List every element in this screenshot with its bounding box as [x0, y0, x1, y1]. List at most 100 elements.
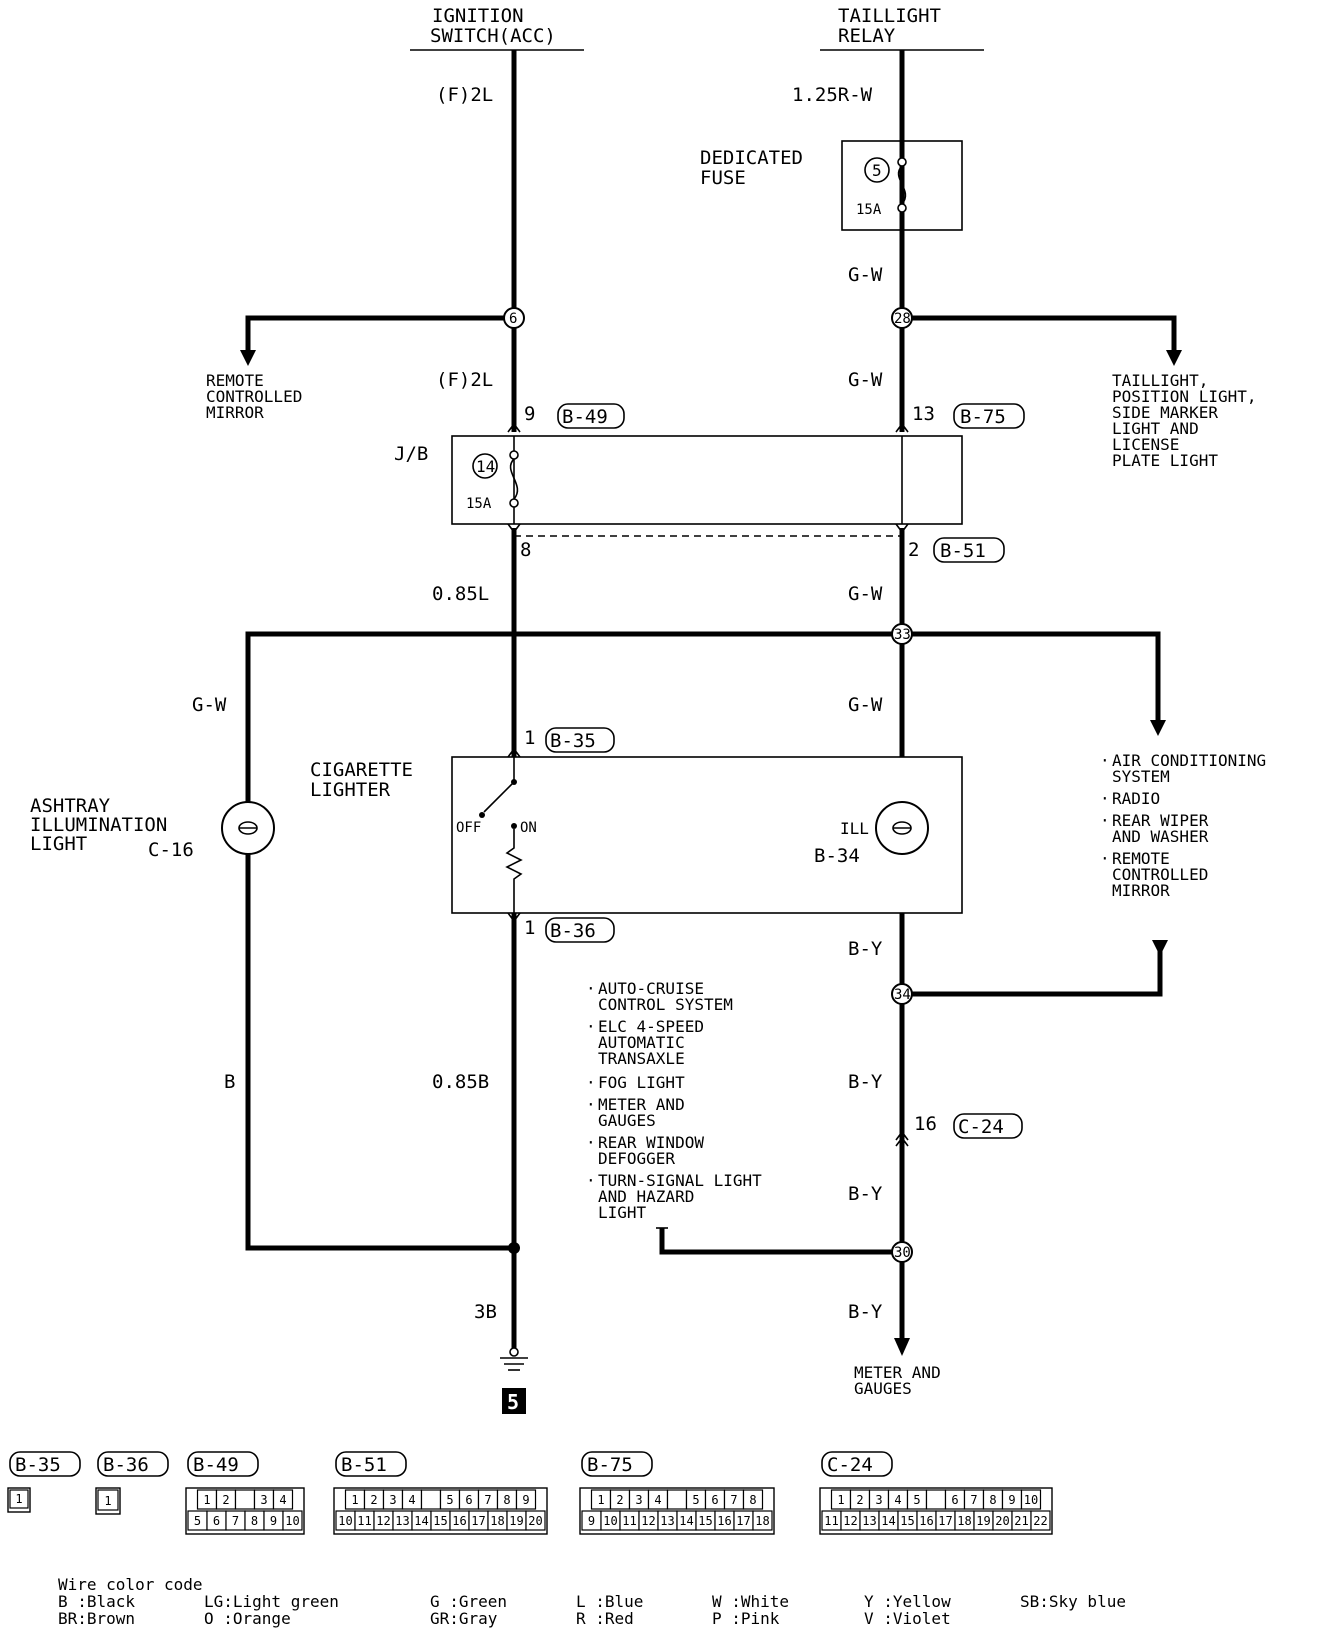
connector-pin-number: 7 — [232, 1514, 239, 1528]
connector-pin-number: 1 — [351, 1493, 358, 1507]
connector-pin-number: 1 — [597, 1493, 604, 1507]
svg-text:OFF: OFF — [456, 820, 481, 836]
svg-text:C-16: C-16 — [148, 839, 194, 861]
connector-pin-number: 4 — [408, 1493, 415, 1507]
connector-view-name: B-36 — [103, 1454, 149, 1476]
svg-text:SB:Sky blue: SB:Sky blue — [1020, 1592, 1126, 1611]
svg-text:LIGHT AND: LIGHT AND — [1112, 419, 1199, 438]
svg-text:9: 9 — [524, 403, 535, 425]
connector-view-name: C-24 — [827, 1454, 873, 1476]
connector-pin-number: 5 — [446, 1493, 453, 1507]
svg-text:SWITCH(ACC): SWITCH(ACC) — [430, 25, 556, 47]
svg-text:AUTOMATIC: AUTOMATIC — [598, 1033, 685, 1052]
svg-text:ON: ON — [520, 820, 537, 836]
connector-pin-number: 10 — [338, 1514, 352, 1528]
connector-b35: 1 B-35 — [507, 727, 615, 758]
connector-pin-number: 12 — [641, 1514, 655, 1528]
svg-text:FOG LIGHT: FOG LIGHT — [598, 1073, 685, 1092]
svg-text:1: 1 — [524, 727, 535, 749]
connector-view-name: B-35 — [15, 1454, 61, 1476]
dest-meter-gauges: METER AND GAUGES — [854, 1363, 941, 1398]
connector-pin — [925, 1489, 947, 1510]
connector-pin — [1030, 1510, 1051, 1531]
svg-text:AIR CONDITIONING: AIR CONDITIONING — [1112, 751, 1266, 770]
connector-pin-number: 9 — [522, 1493, 529, 1507]
taillight-relay-header: TAILLIGHT RELAY — [820, 5, 984, 51]
svg-text:DEDICATED: DEDICATED — [700, 147, 803, 169]
connector-pin-number: 21 — [1014, 1514, 1028, 1528]
connector-pin-number: 6 — [951, 1493, 958, 1507]
wire-label: G-W — [848, 583, 883, 605]
connector-view-b-36: B-361 — [95, 1451, 169, 1515]
svg-text:14: 14 — [476, 457, 495, 476]
svg-text:CONTROL SYSTEM: CONTROL SYSTEM — [598, 995, 733, 1014]
wire-label: 0.85B — [432, 1071, 489, 1093]
connector-pin-number: 15 — [433, 1514, 447, 1528]
wire-label: G-W — [192, 694, 227, 716]
arrow-down-icon — [1152, 940, 1168, 956]
connector-c24: 16 C-24 — [895, 1113, 1023, 1147]
connector-pin-number: 3 — [260, 1493, 267, 1507]
svg-text:AND WASHER: AND WASHER — [1112, 827, 1209, 846]
svg-text:G :Green: G :Green — [430, 1592, 507, 1611]
connector-pin-number: 14 — [881, 1514, 895, 1528]
connector-pin-number: 15 — [698, 1514, 712, 1528]
svg-text:2: 2 — [908, 539, 919, 561]
connector-pin — [752, 1510, 773, 1531]
connector-pin-number: 9 — [270, 1514, 277, 1528]
connector-view-name: B-75 — [587, 1454, 633, 1476]
connector-pin-number: 2 — [222, 1493, 229, 1507]
svg-text:GAUGES: GAUGES — [598, 1111, 656, 1130]
connector-pin-number: 7 — [730, 1493, 737, 1507]
svg-text:·: · — [586, 1073, 596, 1092]
svg-text:REMOTE: REMOTE — [206, 371, 264, 390]
connector-pin-number: 18 — [490, 1514, 504, 1528]
svg-text:8: 8 — [520, 539, 531, 561]
svg-text:SYSTEM: SYSTEM — [1112, 767, 1170, 786]
connector-pin-number: 22 — [1033, 1514, 1047, 1528]
connector-b51: 8 2 B-51 — [507, 523, 1005, 563]
connector-pin — [525, 1510, 546, 1531]
svg-text:TAILLIGHT: TAILLIGHT — [838, 5, 941, 27]
branch-remote-mirror — [245, 315, 504, 352]
svg-text:MIRROR: MIRROR — [1112, 881, 1170, 900]
connector-pin-number: 5 — [194, 1514, 201, 1528]
connector-pin-number: 6 — [465, 1493, 472, 1507]
svg-text:METER AND: METER AND — [598, 1095, 685, 1114]
svg-text:·: · — [1100, 849, 1110, 868]
connector-pin — [742, 1489, 764, 1510]
connector-pin-number: 10 — [603, 1514, 617, 1528]
wire-color-legend: Wire color code B :Black BR:Brown LG:Lig… — [58, 1575, 1126, 1628]
svg-text:W :White: W :White — [712, 1592, 789, 1611]
ashtray-illumination-light: ASHTRAY ILLUMINATION LIGHT C-16 — [30, 795, 275, 861]
svg-text:ASHTRAY: ASHTRAY — [30, 795, 111, 817]
connector-pin-number: 17 — [736, 1514, 750, 1528]
connector-pin-number: 14 — [679, 1514, 693, 1528]
wire-label: G-W — [848, 694, 883, 716]
ground-icon — [500, 1347, 528, 1371]
svg-text:REAR WINDOW: REAR WINDOW — [598, 1133, 704, 1152]
svg-text:28: 28 — [894, 311, 911, 327]
svg-text:L :Blue: L :Blue — [576, 1592, 643, 1611]
connector-pin-number: 12 — [376, 1514, 390, 1528]
connector-pin-number: 3 — [635, 1493, 642, 1507]
connector-pin-number: 16 — [919, 1514, 933, 1528]
wire-label: B-Y — [848, 1183, 883, 1205]
svg-text:SIDE MARKER: SIDE MARKER — [1112, 403, 1218, 422]
connector-pin-number: 19 — [509, 1514, 523, 1528]
svg-text:16: 16 — [914, 1113, 937, 1135]
ground-number: 5 — [502, 1388, 526, 1414]
svg-text:LIGHT: LIGHT — [598, 1203, 647, 1222]
wire-label: B-Y — [848, 938, 883, 960]
svg-text:ELC 4-SPEED: ELC 4-SPEED — [598, 1017, 704, 1036]
connector-pin-number: 8 — [503, 1493, 510, 1507]
svg-text:J/B: J/B — [394, 443, 428, 465]
dest-remote-mirror: REMOTE CONTROLLED MIRROR — [206, 371, 302, 422]
svg-text:B-49: B-49 — [562, 406, 608, 428]
connector-pin — [515, 1489, 537, 1510]
connector-pin-number: 10 — [285, 1514, 299, 1528]
svg-text:IGNITION: IGNITION — [432, 5, 524, 27]
wire-label: G-W — [848, 264, 883, 286]
svg-text:·: · — [586, 1171, 596, 1190]
connector-pin-number: 2 — [856, 1493, 863, 1507]
